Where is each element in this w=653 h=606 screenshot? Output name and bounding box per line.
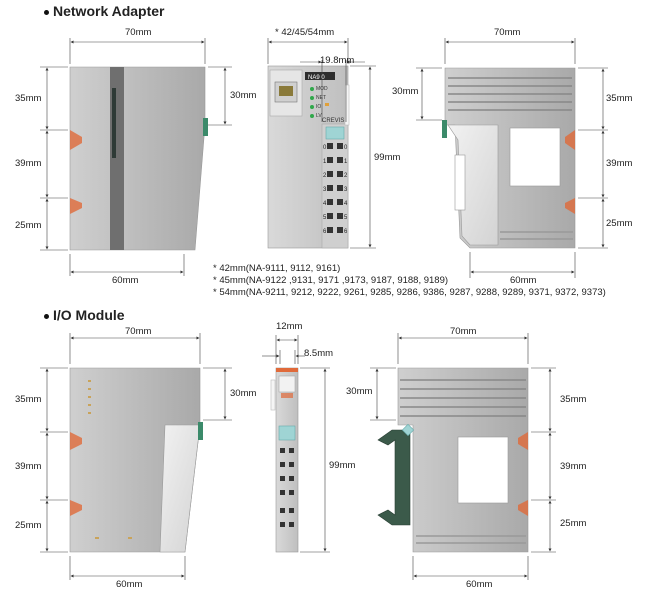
na-led-lv: LV	[316, 113, 322, 119]
na-brand-label: CREVIS	[322, 118, 345, 124]
na-status-tag: NA9 0	[308, 75, 325, 81]
bullet-icon	[44, 313, 49, 319]
na-right-height-35: 35mm	[606, 93, 633, 104]
na-note-45: * 45mm(NA-9122 ,9131, 9171 ,9173, 9187, …	[213, 275, 449, 286]
na-left-step-30: 30mm	[230, 90, 257, 101]
io-left-width-bottom: 60mm	[116, 579, 143, 590]
io-right-width-top: 70mm	[450, 326, 477, 337]
na-front-width-options: * 42/45/54mm	[275, 27, 335, 38]
io-left-step-30: 30mm	[230, 388, 257, 399]
na-left-height-25: 25mm	[15, 220, 42, 231]
io-left-side-view	[40, 333, 232, 580]
na-right-step-30: 30mm	[392, 86, 419, 97]
na-led-io: IO	[316, 104, 322, 110]
na-terminal-right-number: 1	[344, 159, 348, 165]
io-right-side-view	[370, 333, 556, 580]
na-right-height-25: 25mm	[606, 218, 633, 229]
na-terminal-left-number: 1	[323, 159, 327, 165]
na-left-height-35: 35mm	[15, 93, 42, 104]
section-title-io-module: I/O Module	[44, 307, 125, 323]
section-title-network-adapter: Network Adapter	[44, 3, 165, 19]
io-front-view	[262, 335, 330, 553]
na-front-inner-width: 19.8mm	[320, 55, 355, 66]
na-terminal-left-number: 3	[323, 187, 327, 193]
na-note-42: * 42mm(NA-9111, 9112, 9161)	[213, 263, 341, 274]
bullet-icon	[44, 9, 49, 15]
na-terminal-left-number: 4	[323, 201, 327, 207]
na-terminal-left-number: 5	[323, 215, 327, 221]
na-terminal-right-number: 5	[344, 215, 348, 221]
io-right-height-39: 39mm	[560, 461, 587, 472]
na-note-54: * 54mm(NA-9211, 9212, 9222, 9261, 9285, …	[213, 287, 606, 298]
io-module-title: I/O Module	[53, 307, 125, 323]
na-right-width-bottom: 60mm	[510, 275, 537, 286]
na-terminal-right-number: 3	[344, 187, 348, 193]
na-terminal-left-number: 6	[323, 229, 327, 235]
na-left-width-bottom: 60mm	[112, 275, 139, 286]
na-right-height-39: 39mm	[606, 158, 633, 169]
network-adapter-title: Network Adapter	[53, 3, 165, 19]
na-terminal-right-number: 2	[344, 173, 348, 179]
io-right-height-25: 25mm	[560, 518, 587, 529]
na-front-view	[267, 38, 376, 249]
na-left-side-view	[40, 38, 232, 276]
io-front-inner-width: 8.5mm	[304, 348, 334, 359]
na-left-height-39: 39mm	[15, 158, 42, 169]
na-terminal-left-number: 0	[323, 145, 327, 151]
na-led-net: NET	[316, 95, 326, 101]
io-right-width-bottom: 60mm	[466, 579, 493, 590]
io-left-height-39: 39mm	[15, 461, 42, 472]
na-terminal-right-number: 6	[344, 229, 348, 235]
na-front-height: 99mm	[374, 152, 401, 163]
na-led-mod: MOD	[316, 86, 328, 92]
io-left-width-top: 70mm	[125, 326, 152, 337]
io-left-height-25: 25mm	[15, 520, 42, 531]
na-left-width-top: 70mm	[125, 27, 152, 38]
io-right-height-35: 35mm	[560, 394, 587, 405]
io-right-step-30: 30mm	[346, 386, 373, 397]
na-right-width-top: 70mm	[494, 27, 521, 38]
na-terminal-right-number: 4	[344, 201, 348, 207]
io-left-height-35: 35mm	[15, 394, 42, 405]
io-front-height: 99mm	[329, 460, 356, 471]
io-front-width: 12mm	[276, 321, 303, 332]
na-right-side-view	[416, 38, 608, 278]
na-terminal-left-number: 2	[323, 173, 327, 179]
na-terminal-right-number: 0	[344, 145, 348, 151]
